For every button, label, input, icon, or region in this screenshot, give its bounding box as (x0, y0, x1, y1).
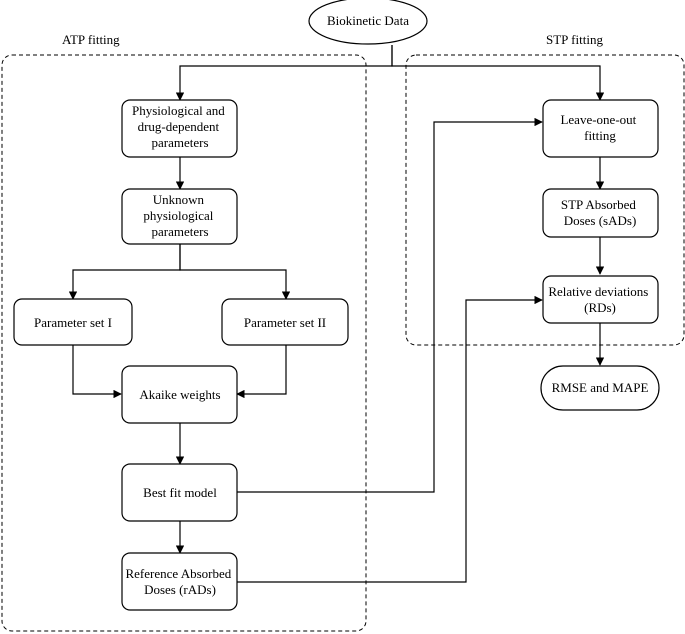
reference-absorbed-doses-line-2: Doses (rADs) (144, 582, 216, 597)
stp-absorbed-doses-line-2: Doses (sADs) (564, 213, 637, 228)
unknown-physiological-line-2: physiological (143, 208, 213, 223)
edge-set2-to-akaike (236, 345, 287, 399)
parameter-set-1-box (13, 298, 133, 346)
edge-unknown-to-set2 (179, 244, 291, 300)
node-parameter-set-1: Parameter set I (13, 298, 133, 346)
leave-one-out-fitting-line-1: Leave-one-out (560, 112, 636, 127)
edge-biokinetic-to-loo (391, 45, 605, 101)
stp-fitting-group (405, 54, 685, 346)
stp-fitting-label: STP fitting (546, 32, 603, 47)
node-reference-absorbed-doses: Reference Absorbed Doses (rADs) (121, 552, 238, 611)
node-akaike-weights: Akaike weights (121, 365, 238, 424)
physiological-drug-dependent-line-3: parameters (151, 135, 208, 150)
edge-biokinetic-to-physio (175, 45, 393, 101)
akaike-weights-box (121, 365, 238, 424)
relative-deviations-line-1: Relative deviations (548, 284, 648, 299)
node-relative-deviations: Relative deviations (RDs) (542, 275, 659, 324)
unknown-physiological-line-3: parameters (151, 224, 208, 239)
node-unknown-physiological-parameters: Unknown physiological parameters (121, 188, 238, 245)
unknown-physiological-box (121, 188, 238, 245)
edge-set1-to-akaike (72, 345, 122, 399)
atp-fitting-group (1, 54, 367, 632)
best-fit-model-text: Best fit model (143, 485, 217, 500)
node-stp-absorbed-doses: STP Absorbed Doses (sADs) (542, 188, 659, 238)
parameter-set-2-text: Parameter set II (244, 315, 326, 330)
physiological-drug-dependent-box (121, 99, 238, 158)
rmse-and-mape-text: RMSE and MAPE (552, 380, 649, 395)
physiological-drug-dependent-text: Physiological and drug-dependent paramet… (132, 103, 228, 150)
reference-absorbed-doses-box (121, 552, 238, 611)
relative-deviations-line-2: (RDs) (584, 300, 616, 315)
stp-absorbed-doses-text: STP Absorbed Doses (sADs) (561, 197, 639, 228)
rmse-and-mape-pill (540, 365, 660, 411)
physiological-drug-dependent-line-1: Physiological and (132, 103, 225, 118)
leave-one-out-fitting-text: Leave-one-out fitting (560, 112, 639, 143)
edge-rads-to-rds (237, 295, 543, 583)
relative-deviations-box (542, 275, 659, 324)
parameter-set-1-text: Parameter set I (34, 315, 112, 330)
best-fit-model-box (121, 463, 238, 522)
reference-absorbed-doses-line-1: Reference Absorbed (125, 566, 231, 581)
stp-absorbed-doses-line-1: STP Absorbed (561, 197, 636, 212)
node-leave-one-out-fitting: Leave-one-out fitting (542, 99, 659, 158)
parameter-set-2-line-1: Parameter set II (244, 315, 326, 330)
biokinetic-data-ellipse (308, 0, 428, 45)
parameter-set-1-line-1: Parameter set I (34, 315, 112, 330)
rmse-and-mape-line-1: RMSE and MAPE (552, 380, 649, 395)
node-biokinetic-data: Biokinetic Data (308, 0, 428, 45)
leave-one-out-fitting-line-2: fitting (584, 128, 616, 143)
edge-unknown-to-set1 (68, 244, 181, 300)
akaike-weights-line-1: Akaike weights (139, 387, 220, 402)
node-rmse-and-mape: RMSE and MAPE (540, 365, 660, 411)
physiological-drug-dependent-line-2: drug-dependent (138, 119, 220, 134)
unknown-physiological-line-1: Unknown (153, 192, 205, 207)
biokinetic-data-line-1: Biokinetic Data (327, 13, 409, 28)
atp-fitting-label: ATP fitting (62, 32, 120, 47)
biokinetic-data-text: Biokinetic Data (327, 13, 409, 28)
node-physiological-drug-dependent-parameters: Physiological and drug-dependent paramet… (121, 99, 238, 158)
unknown-physiological-text: Unknown physiological parameters (143, 192, 216, 239)
node-parameter-set-2: Parameter set II (221, 298, 349, 346)
stp-absorbed-doses-box (542, 188, 659, 238)
reference-absorbed-doses-text: Reference Absorbed Doses (rADs) (125, 566, 234, 597)
parameter-set-2-box (221, 298, 349, 346)
edge-bestfit-to-loo (237, 117, 543, 493)
edges (68, 45, 605, 583)
best-fit-model-line-1: Best fit model (143, 485, 217, 500)
leave-one-out-fitting-box (542, 99, 659, 158)
akaike-weights-text: Akaike weights (139, 387, 220, 402)
relative-deviations-text: Relative deviations (RDs) (548, 284, 651, 315)
node-best-fit-model: Best fit model (121, 463, 238, 522)
